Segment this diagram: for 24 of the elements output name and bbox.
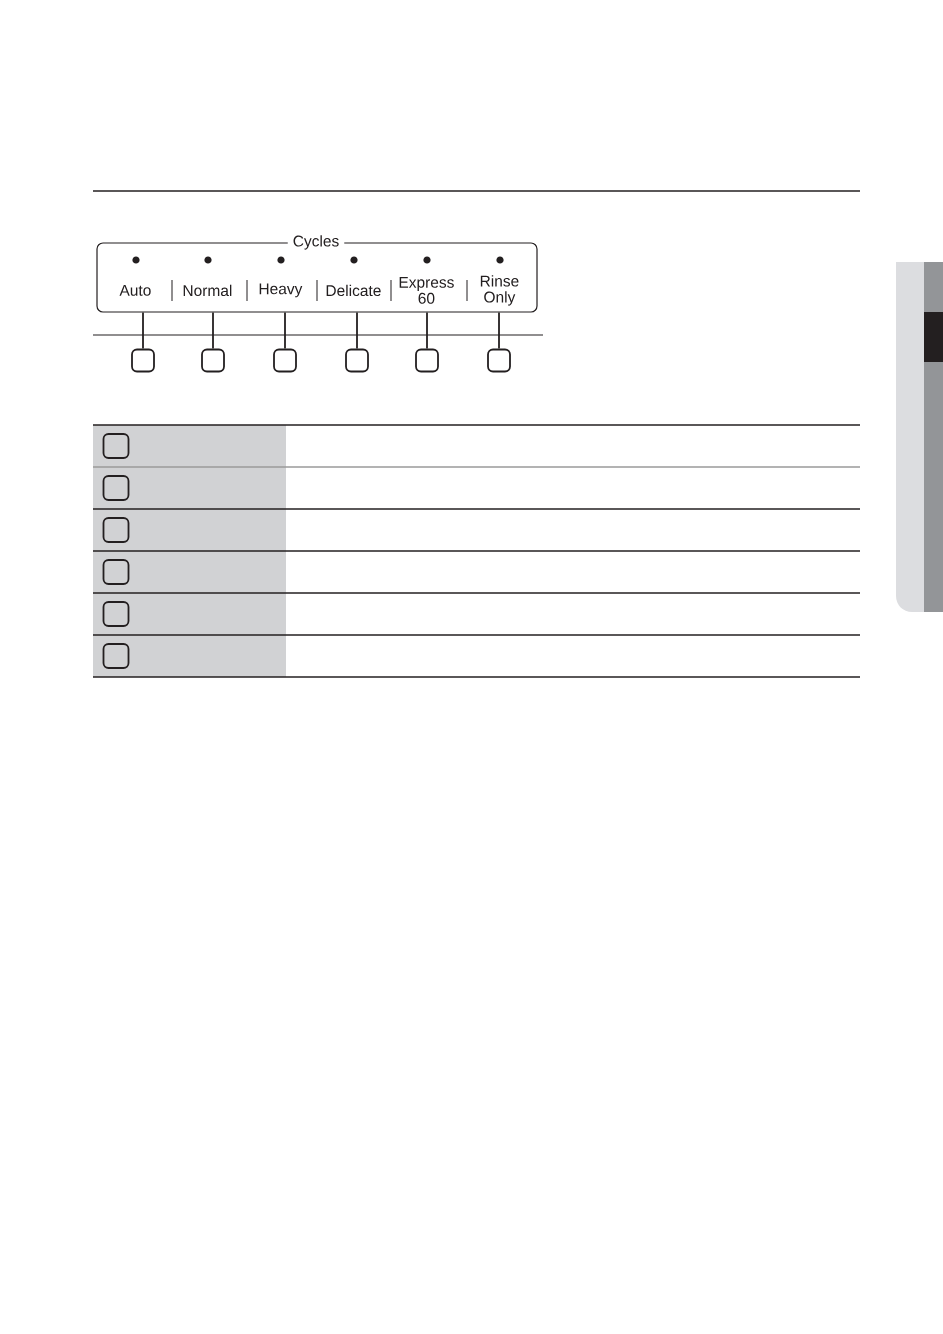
callout-box (273, 348, 297, 373)
leader-line (284, 311, 286, 350)
callout-box (102, 643, 130, 669)
cycle-label: Rinse Only (480, 275, 519, 306)
cycle-label: Express 60 (399, 277, 454, 304)
leader-line (142, 311, 144, 350)
cycle-label: Delicate (326, 284, 381, 297)
cycle-label: Heavy (259, 283, 303, 298)
callout-box (102, 601, 130, 627)
callout-box (487, 348, 511, 373)
callout-box (102, 517, 130, 543)
leader-line (356, 311, 358, 350)
leader-line (212, 311, 214, 350)
leader-line (498, 311, 500, 350)
callout-box (102, 475, 130, 501)
callout-box (131, 348, 155, 373)
callout-box (102, 433, 130, 459)
callout-box (345, 348, 369, 373)
callout-box (201, 348, 225, 373)
leader-line (426, 311, 428, 350)
callout-box (102, 559, 130, 585)
cycle-label: Auto (119, 285, 151, 296)
callout-box (415, 348, 439, 373)
cycle-label: Normal (183, 284, 232, 297)
